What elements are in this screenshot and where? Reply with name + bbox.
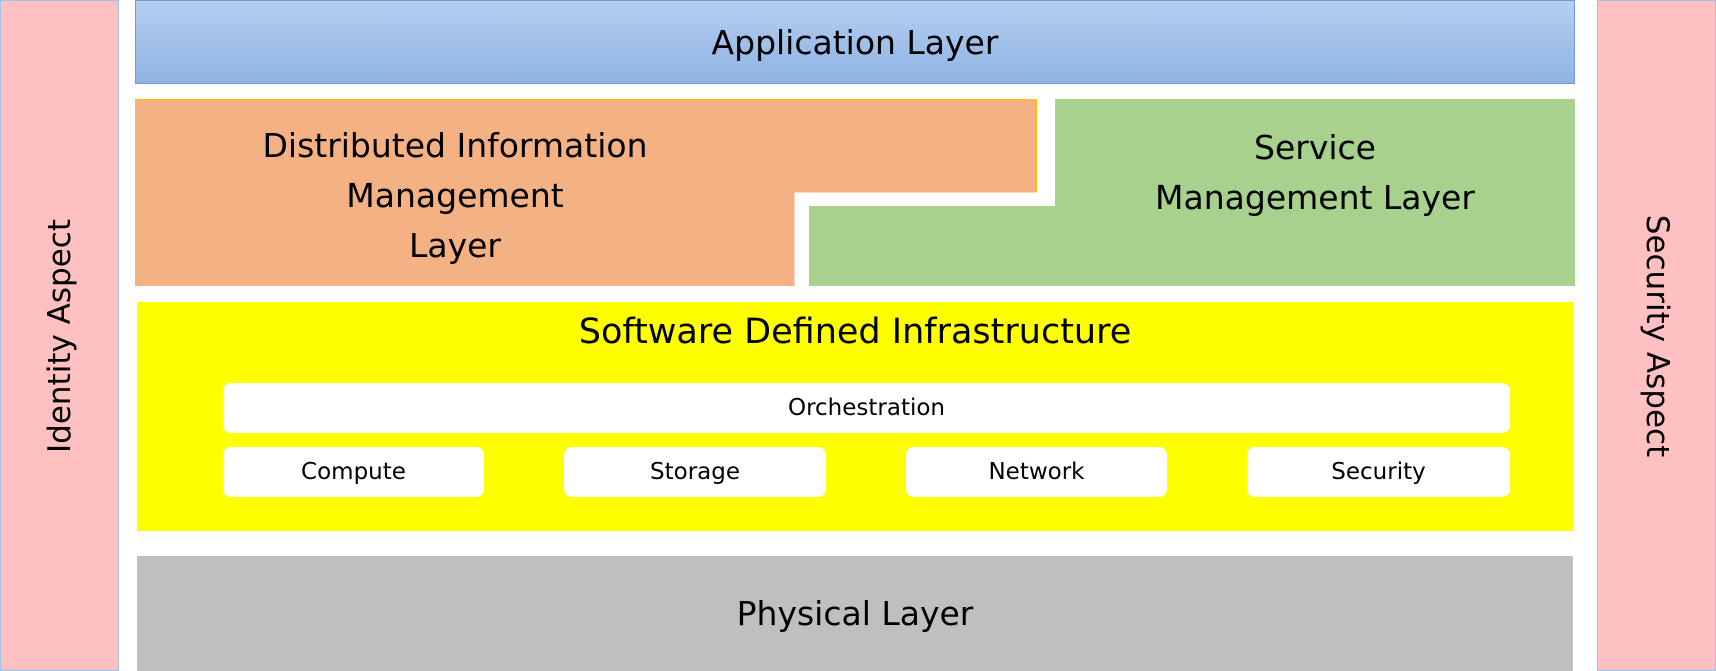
application-layer-label: Application Layer bbox=[711, 22, 999, 62]
distributed-information-management-layer: Distributed Information Management Layer bbox=[135, 99, 1037, 286]
compute-box: Compute bbox=[223, 447, 484, 497]
identity-aspect-bar: Identity Aspect bbox=[0, 0, 119, 671]
distributed-information-management-label: Distributed Information Management Layer bbox=[262, 126, 648, 265]
service-management-label: Service Management Layer bbox=[1155, 128, 1475, 217]
distributed-information-management-shape bbox=[135, 99, 1037, 286]
network-box: Network bbox=[906, 447, 1167, 497]
storage-label: Storage bbox=[650, 459, 740, 485]
software-defined-infrastructure-layer: Software Defined Infrastructure Orchestr… bbox=[137, 302, 1573, 531]
physical-layer: Physical Layer bbox=[137, 556, 1573, 671]
orchestration-label: Orchestration bbox=[787, 395, 946, 421]
service-management-shape bbox=[809, 99, 1575, 286]
network-label: Network bbox=[988, 459, 1085, 485]
security-label: Security bbox=[1331, 459, 1426, 485]
orchestration-box: Orchestration bbox=[223, 383, 1510, 433]
security-aspect-label: Security Aspect bbox=[1638, 214, 1675, 457]
service-management-layer: Service Management Layer bbox=[809, 99, 1575, 286]
compute-label: Compute bbox=[301, 459, 406, 485]
application-layer: Application Layer bbox=[135, 0, 1575, 84]
software-defined-infrastructure-title: Software Defined Infrastructure bbox=[578, 312, 1132, 352]
security-aspect-bar: Security Aspect bbox=[1597, 0, 1716, 671]
storage-box: Storage bbox=[564, 447, 826, 497]
identity-aspect-label: Identity Aspect bbox=[41, 218, 78, 453]
security-box: Security bbox=[1247, 447, 1510, 497]
physical-layer-label: Physical Layer bbox=[736, 594, 974, 633]
